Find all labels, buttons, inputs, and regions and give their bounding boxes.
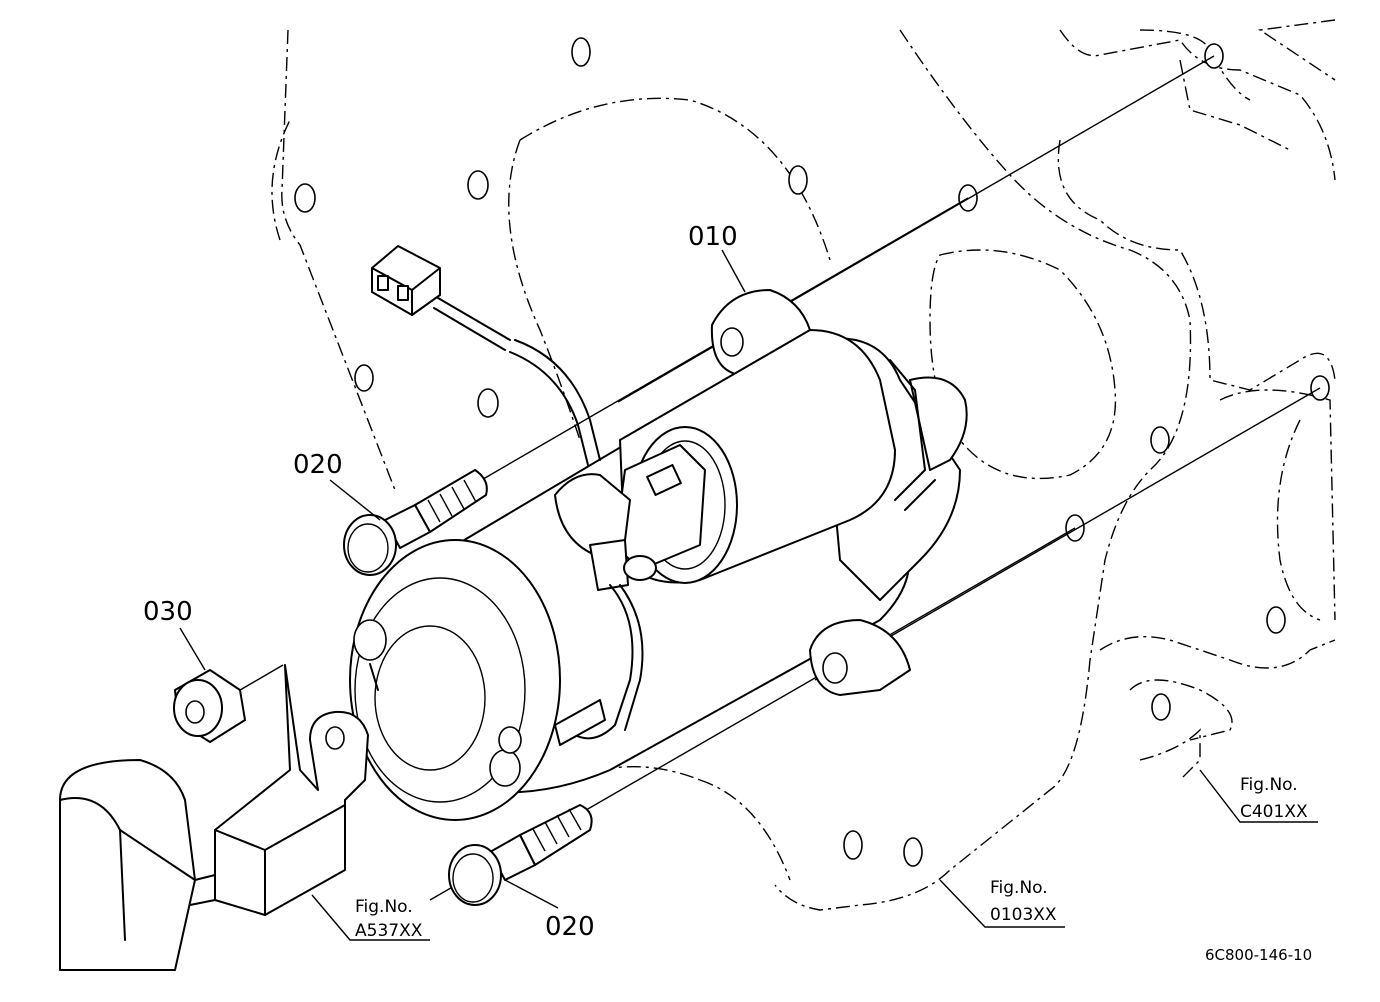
mount-bracket	[59, 664, 369, 971]
fig-ref-a537-prefix: Fig.No.	[355, 897, 413, 917]
callout-020-lower: 020	[545, 912, 595, 942]
flywheel-housing	[1057, 19, 1336, 781]
drawing-number: 6C800-146-10	[1205, 946, 1312, 964]
fig-ref-a537-code: A537XX	[355, 921, 423, 941]
fig-ref-0103-prefix: Fig.No.	[990, 878, 1048, 898]
fig-ref-0103-code: 0103XX	[990, 905, 1057, 925]
callout-010: 010	[688, 222, 738, 252]
fig-ref-c401-code: C401XX	[1240, 802, 1308, 822]
bolt-020-upper	[343, 469, 488, 576]
fig-ref-c401-prefix: Fig.No.	[1240, 775, 1298, 795]
bolt-020-lower	[448, 804, 593, 906]
callout-020-upper: 020	[293, 450, 343, 480]
callout-030: 030	[143, 597, 193, 627]
starter-motor	[349, 289, 968, 821]
connector-lead-wire	[371, 245, 601, 466]
leader-lines	[179, 249, 1318, 941]
nut-030	[173, 669, 246, 743]
